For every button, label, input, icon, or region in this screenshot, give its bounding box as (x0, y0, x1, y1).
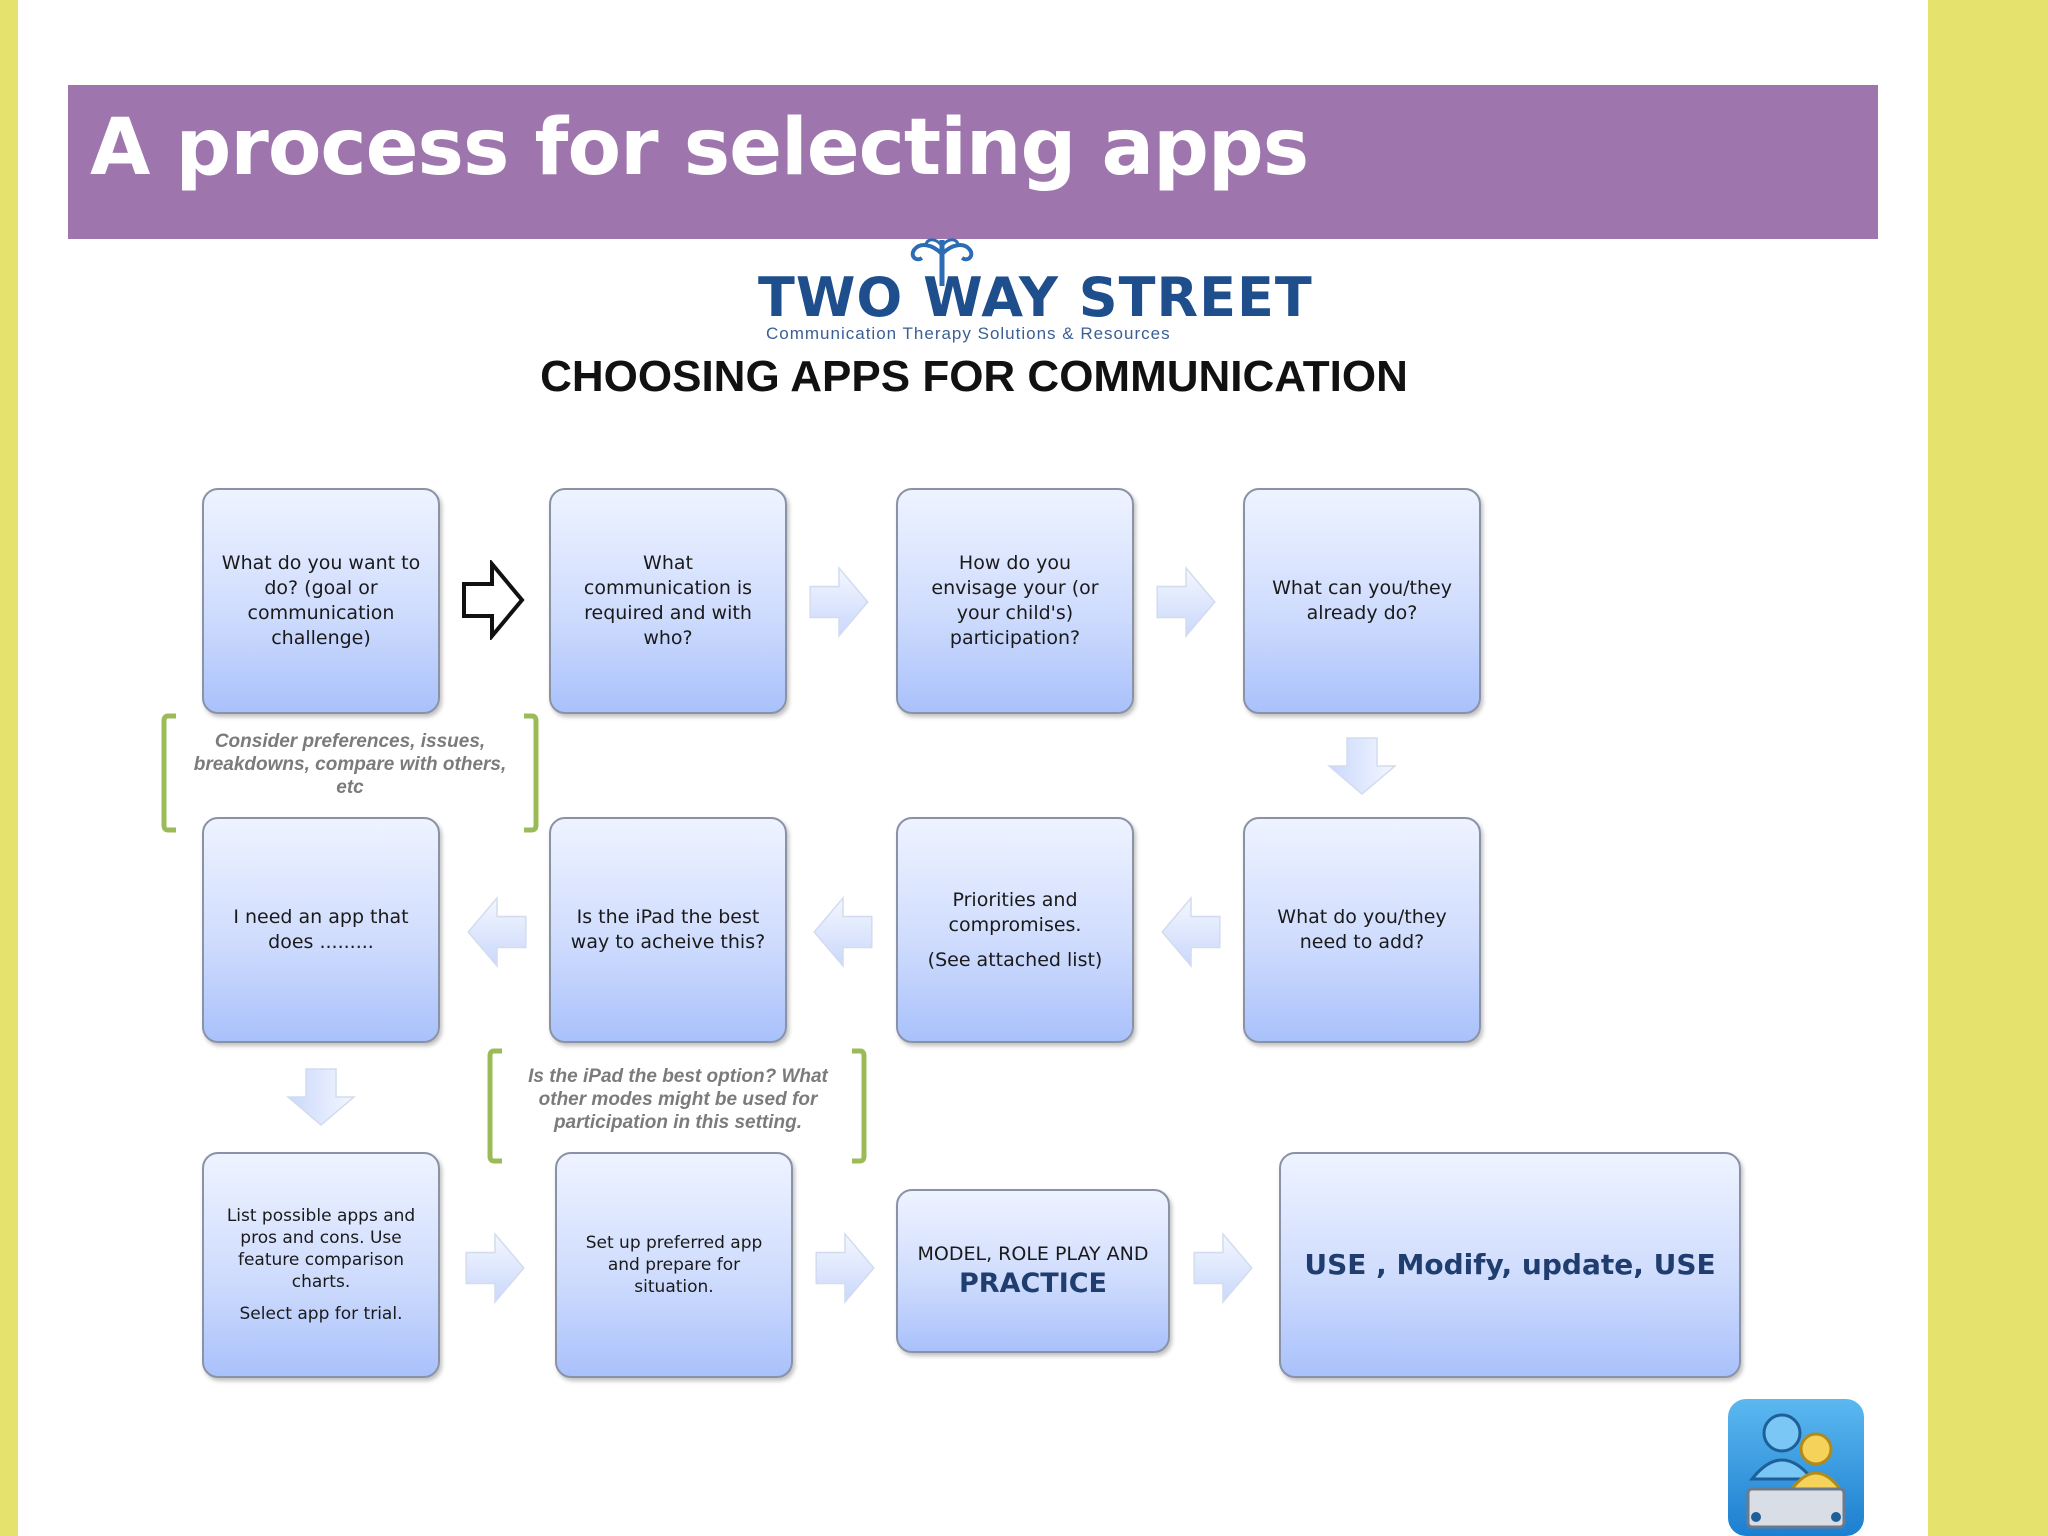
logo-mark-icon (910, 238, 974, 286)
step-participation-text: How do you envisage your (or your child'… (931, 552, 1099, 649)
arrow-down-icon (287, 1068, 355, 1126)
note-ipad-option: Is the iPad the best option? What other … (528, 1066, 828, 1133)
arrow-left-icon (467, 897, 527, 967)
left-edge-stripe (0, 0, 18, 1536)
brace-right (524, 713, 539, 833)
step-app-need: I need an app that does ......... (202, 817, 440, 1043)
step-set-up-app: Set up preferred app and prepare for sit… (555, 1152, 793, 1378)
arrow-left-icon (813, 897, 873, 967)
step-ipad-best: Is the iPad the best way to acheive this… (549, 817, 787, 1043)
arrow-left-icon (1161, 897, 1221, 967)
arrow-right-icon (1192, 1232, 1254, 1304)
step-current-abilities-text: What can you/they already do? (1272, 577, 1452, 624)
step-communication-required: What communication is required and with … (549, 488, 787, 714)
note-preferences: Consider preferences, issues, breakdowns… (193, 731, 507, 798)
step-ipad-best-text: Is the iPad the best way to acheive this… (570, 906, 766, 953)
logo-tagline: Communication Therapy Solutions & Resour… (766, 324, 1171, 343)
step-set-up-app-text: Set up preferred app and prepare for sit… (585, 1233, 763, 1297)
brace-left (161, 713, 176, 833)
presentation-people-icon (1728, 1399, 1864, 1536)
step-use-modify-text: USE , Modify, update, USE (1304, 1248, 1716, 1281)
diagram-heading: CHOOSING APPS FOR COMMUNICATION (540, 352, 1408, 401)
step-communication-required-text: What communication is required and with … (583, 552, 753, 649)
arrow-right-icon (814, 1232, 876, 1304)
step-needs-to-add: What do you/they need to add? (1243, 817, 1481, 1043)
brace-right (852, 1048, 867, 1164)
arrow-down-icon (1328, 737, 1396, 795)
step-practice-text: PRACTICE (958, 1267, 1107, 1299)
brace-left (487, 1048, 502, 1164)
step-goal: What do you want to do? (goal or communi… (202, 488, 440, 714)
step-priorities-text: Priorities and compromises. (948, 888, 1082, 936)
right-edge-stripe (1928, 0, 2048, 1536)
outline-arrow-right-icon (462, 560, 525, 640)
title-bar: A process for selecting apps (68, 85, 1878, 239)
step-goal-text: What do you want to do? (goal or communi… (221, 552, 421, 649)
slide-title: A process for selecting apps (90, 103, 1309, 193)
step-priorities-note: (See attached list) (927, 948, 1103, 971)
step-list-apps: List possible apps and pros and cons. Us… (202, 1152, 440, 1378)
arrow-right-icon (464, 1232, 526, 1304)
logo-wordmark: TWO WAY STREET (758, 266, 1313, 329)
step-priorities: Priorities and compromises. (See attache… (896, 817, 1134, 1043)
step-needs-to-add-text: What do you/they need to add? (1277, 906, 1447, 953)
step-app-need-text: I need an app that does ......... (233, 906, 409, 953)
step-use-modify: USE , Modify, update, USE (1279, 1152, 1741, 1378)
step-list-apps-text: List possible apps and pros and cons. Us… (226, 1206, 416, 1292)
step-current-abilities: What can you/they already do? (1243, 488, 1481, 714)
step-participation: How do you envisage your (or your child'… (896, 488, 1134, 714)
arrow-right-icon (1155, 566, 1217, 638)
arrow-right-icon (808, 566, 870, 638)
step-model-text: MODEL, ROLE PLAY AND (917, 1242, 1149, 1265)
step-model-practice: MODEL, ROLE PLAY AND PRACTICE (896, 1189, 1170, 1353)
step-select-app-text: Select app for trial. (239, 1304, 403, 1324)
two-way-street-logo: TWO WAY STREET Communication Therapy Sol… (750, 236, 1312, 346)
